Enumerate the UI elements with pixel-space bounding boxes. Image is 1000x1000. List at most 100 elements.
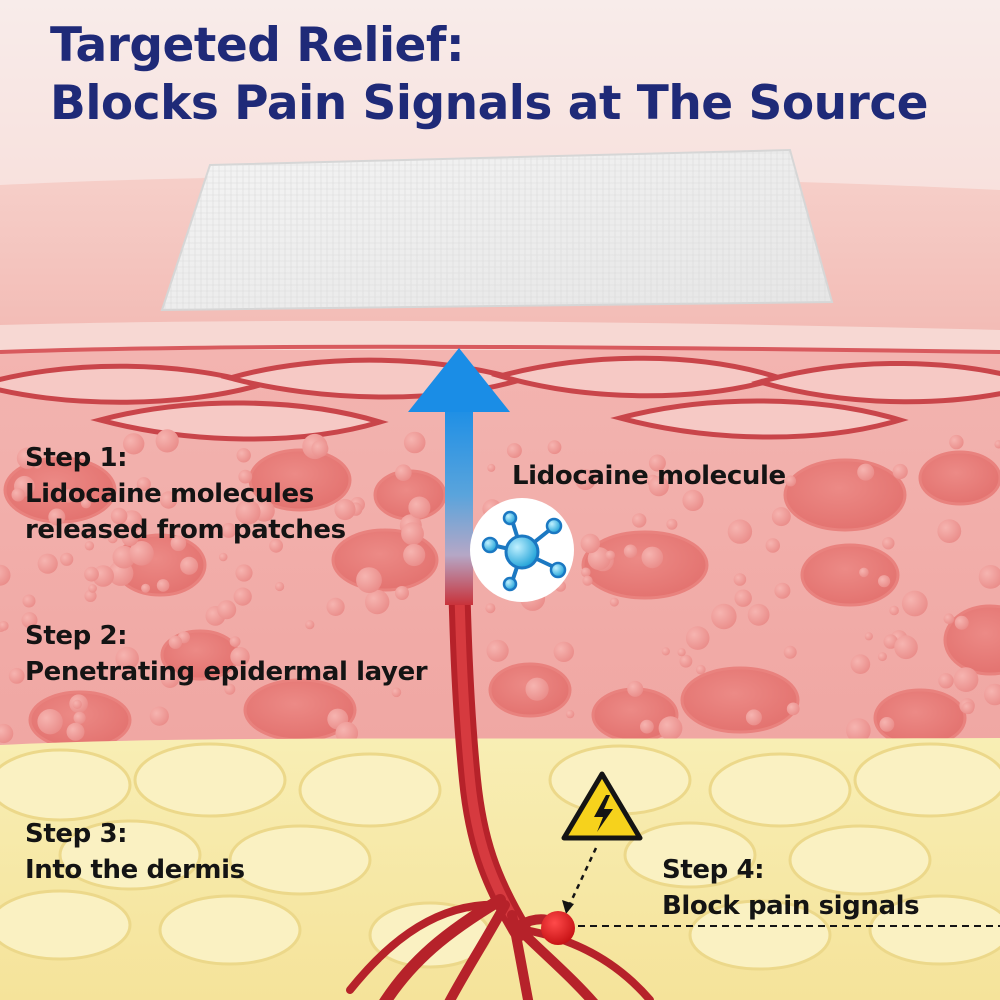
bubble bbox=[575, 469, 596, 490]
step-4-heading: Step 4: bbox=[662, 855, 765, 885]
bubble bbox=[8, 668, 25, 684]
bubble bbox=[115, 646, 139, 671]
bubble bbox=[0, 564, 11, 586]
bubble bbox=[141, 583, 151, 593]
bubble bbox=[506, 443, 522, 459]
step-4-text-1: Block pain signals bbox=[662, 891, 920, 921]
bubble bbox=[22, 594, 36, 608]
bubble bbox=[679, 654, 693, 668]
bubble bbox=[785, 475, 797, 487]
bubble bbox=[605, 550, 615, 561]
bubble bbox=[84, 541, 95, 551]
bubble bbox=[66, 722, 85, 741]
bubble bbox=[953, 667, 979, 692]
bubble bbox=[882, 537, 895, 550]
bubble bbox=[229, 636, 241, 647]
step-3-label: Step 3: Into the dermis bbox=[25, 816, 245, 888]
bubble bbox=[11, 488, 25, 502]
bubble bbox=[395, 586, 409, 600]
bubble bbox=[883, 634, 898, 649]
bubble bbox=[641, 546, 664, 569]
bubble bbox=[587, 547, 611, 571]
pointer-line bbox=[566, 847, 598, 909]
bubble bbox=[275, 581, 285, 592]
bubble bbox=[783, 645, 797, 659]
bubble bbox=[984, 683, 1000, 706]
title-line-2: Blocks Pain Signals at The Source bbox=[50, 76, 929, 131]
bubble bbox=[774, 582, 791, 599]
bubble bbox=[658, 716, 683, 741]
bubble bbox=[786, 702, 800, 716]
step-1-heading: Step 1: bbox=[25, 443, 128, 473]
bubble bbox=[765, 538, 780, 553]
bubble bbox=[525, 677, 549, 701]
step-1-label: Step 1: Lidocaine molecules released fro… bbox=[25, 440, 346, 548]
bubble bbox=[889, 605, 899, 616]
bubble bbox=[155, 429, 179, 453]
bubble bbox=[72, 699, 82, 709]
bubble bbox=[901, 590, 928, 617]
lidocaine-patch bbox=[160, 148, 834, 312]
bubble bbox=[37, 709, 63, 735]
molecule-icon bbox=[470, 498, 574, 602]
bubble bbox=[84, 589, 97, 603]
bubble bbox=[218, 552, 228, 562]
step-2-text-1: Penetrating epidermal layer bbox=[25, 657, 428, 687]
bubble bbox=[962, 701, 975, 715]
bubble bbox=[391, 687, 402, 698]
bubble bbox=[0, 723, 14, 744]
bubble bbox=[696, 664, 706, 675]
bubble bbox=[565, 709, 575, 719]
bubble bbox=[859, 567, 869, 578]
bubble bbox=[943, 613, 955, 624]
bubble bbox=[21, 612, 38, 629]
bubble bbox=[80, 498, 92, 509]
step-2-label: Step 2: Penetrating epidermal layer bbox=[25, 618, 428, 690]
bubble bbox=[401, 522, 424, 546]
bubble bbox=[221, 522, 237, 538]
bubble bbox=[149, 706, 169, 726]
bubble bbox=[61, 489, 76, 503]
bubble bbox=[123, 433, 145, 455]
bubble bbox=[685, 626, 710, 650]
bubble bbox=[682, 489, 704, 511]
bubble bbox=[160, 669, 180, 688]
bubble bbox=[733, 573, 747, 586]
bubbles bbox=[0, 429, 1000, 745]
bubble bbox=[356, 567, 382, 593]
bubble bbox=[107, 533, 118, 544]
bubble bbox=[864, 632, 873, 641]
step-1-text-1: Lidocaine molecules bbox=[25, 479, 314, 509]
bubble bbox=[632, 513, 647, 528]
bubble bbox=[954, 615, 969, 630]
bubble bbox=[623, 544, 638, 558]
bubble bbox=[170, 535, 187, 552]
bubble bbox=[311, 440, 329, 458]
bubble bbox=[553, 641, 574, 662]
bubble bbox=[938, 673, 954, 689]
bubble bbox=[978, 565, 1000, 589]
bubble bbox=[121, 529, 139, 547]
bubble bbox=[609, 597, 619, 607]
bubble bbox=[37, 553, 58, 574]
bubble bbox=[88, 584, 97, 593]
bubble bbox=[648, 476, 669, 497]
molecule-label: Lidocaine molecule bbox=[512, 461, 786, 491]
bubble bbox=[879, 717, 895, 732]
bubble bbox=[846, 718, 871, 743]
step-4-label: Step 4: Block pain signals bbox=[662, 852, 920, 924]
bubble bbox=[224, 683, 236, 695]
bubble bbox=[236, 448, 251, 463]
bubble bbox=[878, 575, 891, 588]
step-3-text-1: Into the dermis bbox=[25, 855, 245, 885]
bubble bbox=[129, 541, 154, 566]
bubble bbox=[84, 566, 99, 582]
bubble bbox=[326, 597, 345, 617]
bubble bbox=[233, 587, 252, 606]
bubble bbox=[408, 496, 431, 519]
bubble bbox=[269, 538, 283, 553]
bubble bbox=[487, 463, 496, 472]
bubble bbox=[60, 552, 74, 566]
